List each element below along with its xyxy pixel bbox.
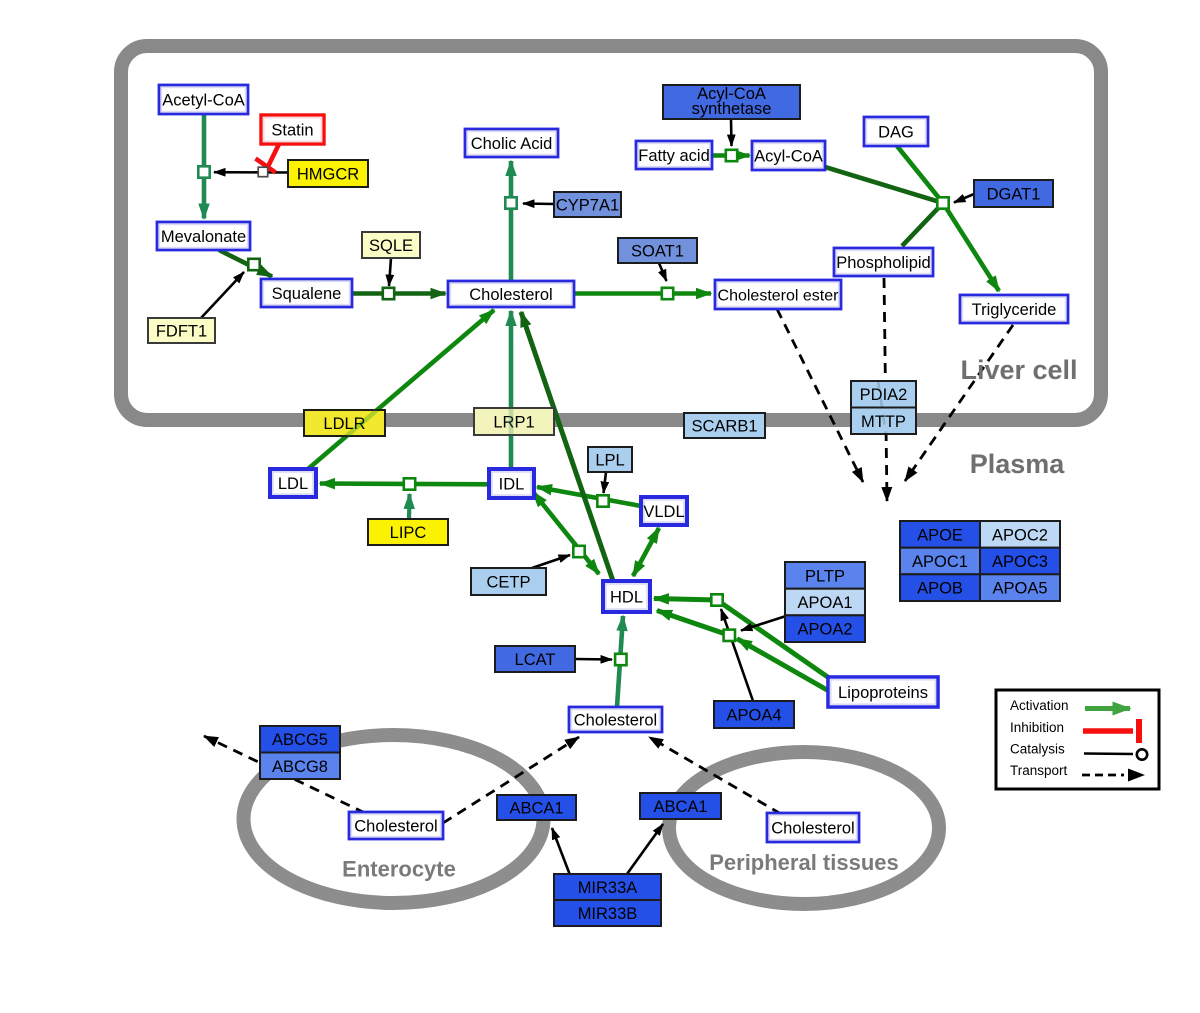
svg-text:Cholesterol: Cholesterol [771, 820, 854, 838]
svg-text:Transport: Transport [1010, 763, 1068, 778]
svg-text:Peripheral tissues: Peripheral tissues [709, 850, 899, 875]
svg-text:Cholesterol: Cholesterol [469, 286, 552, 304]
svg-text:Mevalonate: Mevalonate [161, 228, 246, 246]
svg-text:LIPC: LIPC [390, 524, 427, 542]
svg-text:Plasma: Plasma [970, 449, 1066, 479]
svg-text:APOA5: APOA5 [992, 580, 1047, 598]
svg-text:Statin: Statin [271, 122, 313, 140]
svg-text:CYP7A1: CYP7A1 [556, 197, 619, 215]
svg-text:LRP1: LRP1 [493, 414, 534, 432]
svg-text:ABCG5: ABCG5 [272, 731, 328, 749]
svg-text:HDL: HDL [610, 589, 643, 607]
svg-text:APOC1: APOC1 [912, 553, 968, 571]
svg-text:Catalysis: Catalysis [1010, 742, 1065, 757]
svg-text:Squalene: Squalene [272, 285, 342, 303]
svg-text:Activation: Activation [1010, 698, 1069, 713]
svg-text:APOA2: APOA2 [797, 621, 852, 639]
svg-text:DGAT1: DGAT1 [987, 186, 1041, 204]
svg-text:APOA4: APOA4 [726, 707, 781, 725]
svg-text:MTTP: MTTP [861, 413, 906, 431]
svg-text:PDIA2: PDIA2 [860, 386, 908, 404]
svg-text:Enterocyte: Enterocyte [342, 857, 456, 882]
svg-text:Cholesterol: Cholesterol [354, 818, 437, 836]
svg-text:Cholic Acid: Cholic Acid [471, 135, 553, 153]
svg-text:LDL: LDL [278, 475, 308, 493]
svg-text:Fatty acid: Fatty acid [638, 147, 710, 165]
svg-text:Liver cell: Liver cell [960, 355, 1077, 385]
svg-text:VLDL: VLDL [643, 503, 684, 521]
svg-text:SCARB1: SCARB1 [691, 418, 757, 436]
svg-text:APOC2: APOC2 [992, 526, 1048, 544]
svg-text:Cholesterol ester: Cholesterol ester [718, 288, 840, 305]
svg-text:Triglyceride: Triglyceride [972, 301, 1057, 319]
svg-text:DAG: DAG [878, 124, 914, 142]
svg-text:APOB: APOB [917, 580, 963, 598]
svg-text:LPL: LPL [595, 452, 624, 470]
svg-text:HMGCR: HMGCR [297, 166, 359, 184]
svg-text:Acetyl-CoA: Acetyl-CoA [162, 92, 245, 110]
svg-text:IDL: IDL [499, 476, 525, 494]
svg-text:Lipoproteins: Lipoproteins [838, 684, 928, 702]
svg-text:Phospholipid: Phospholipid [836, 254, 931, 272]
svg-text:MIR33B: MIR33B [578, 905, 638, 923]
svg-text:synthetase: synthetase [692, 100, 772, 118]
svg-text:MIR33A: MIR33A [578, 879, 638, 897]
svg-text:Acyl-CoA: Acyl-CoA [697, 85, 766, 103]
svg-text:LCAT: LCAT [515, 651, 556, 669]
svg-text:APOA1: APOA1 [797, 594, 852, 612]
svg-text:ABCG8: ABCG8 [272, 758, 328, 776]
svg-text:SQLE: SQLE [369, 237, 413, 255]
svg-text:ABCA1: ABCA1 [509, 800, 563, 818]
svg-text:PLTP: PLTP [805, 567, 845, 585]
svg-text:Acyl-CoA: Acyl-CoA [754, 148, 823, 166]
svg-text:CETP: CETP [486, 574, 530, 592]
svg-text:FDFT1: FDFT1 [156, 323, 207, 341]
svg-text:Cholesterol: Cholesterol [574, 712, 657, 730]
svg-text:LDLR: LDLR [323, 415, 365, 433]
svg-text:Inhibition: Inhibition [1010, 720, 1064, 735]
svg-text:SOAT1: SOAT1 [631, 243, 684, 261]
svg-text:APOE: APOE [917, 526, 963, 544]
svg-text:APOC3: APOC3 [992, 553, 1048, 571]
svg-text:ABCA1: ABCA1 [653, 798, 707, 816]
